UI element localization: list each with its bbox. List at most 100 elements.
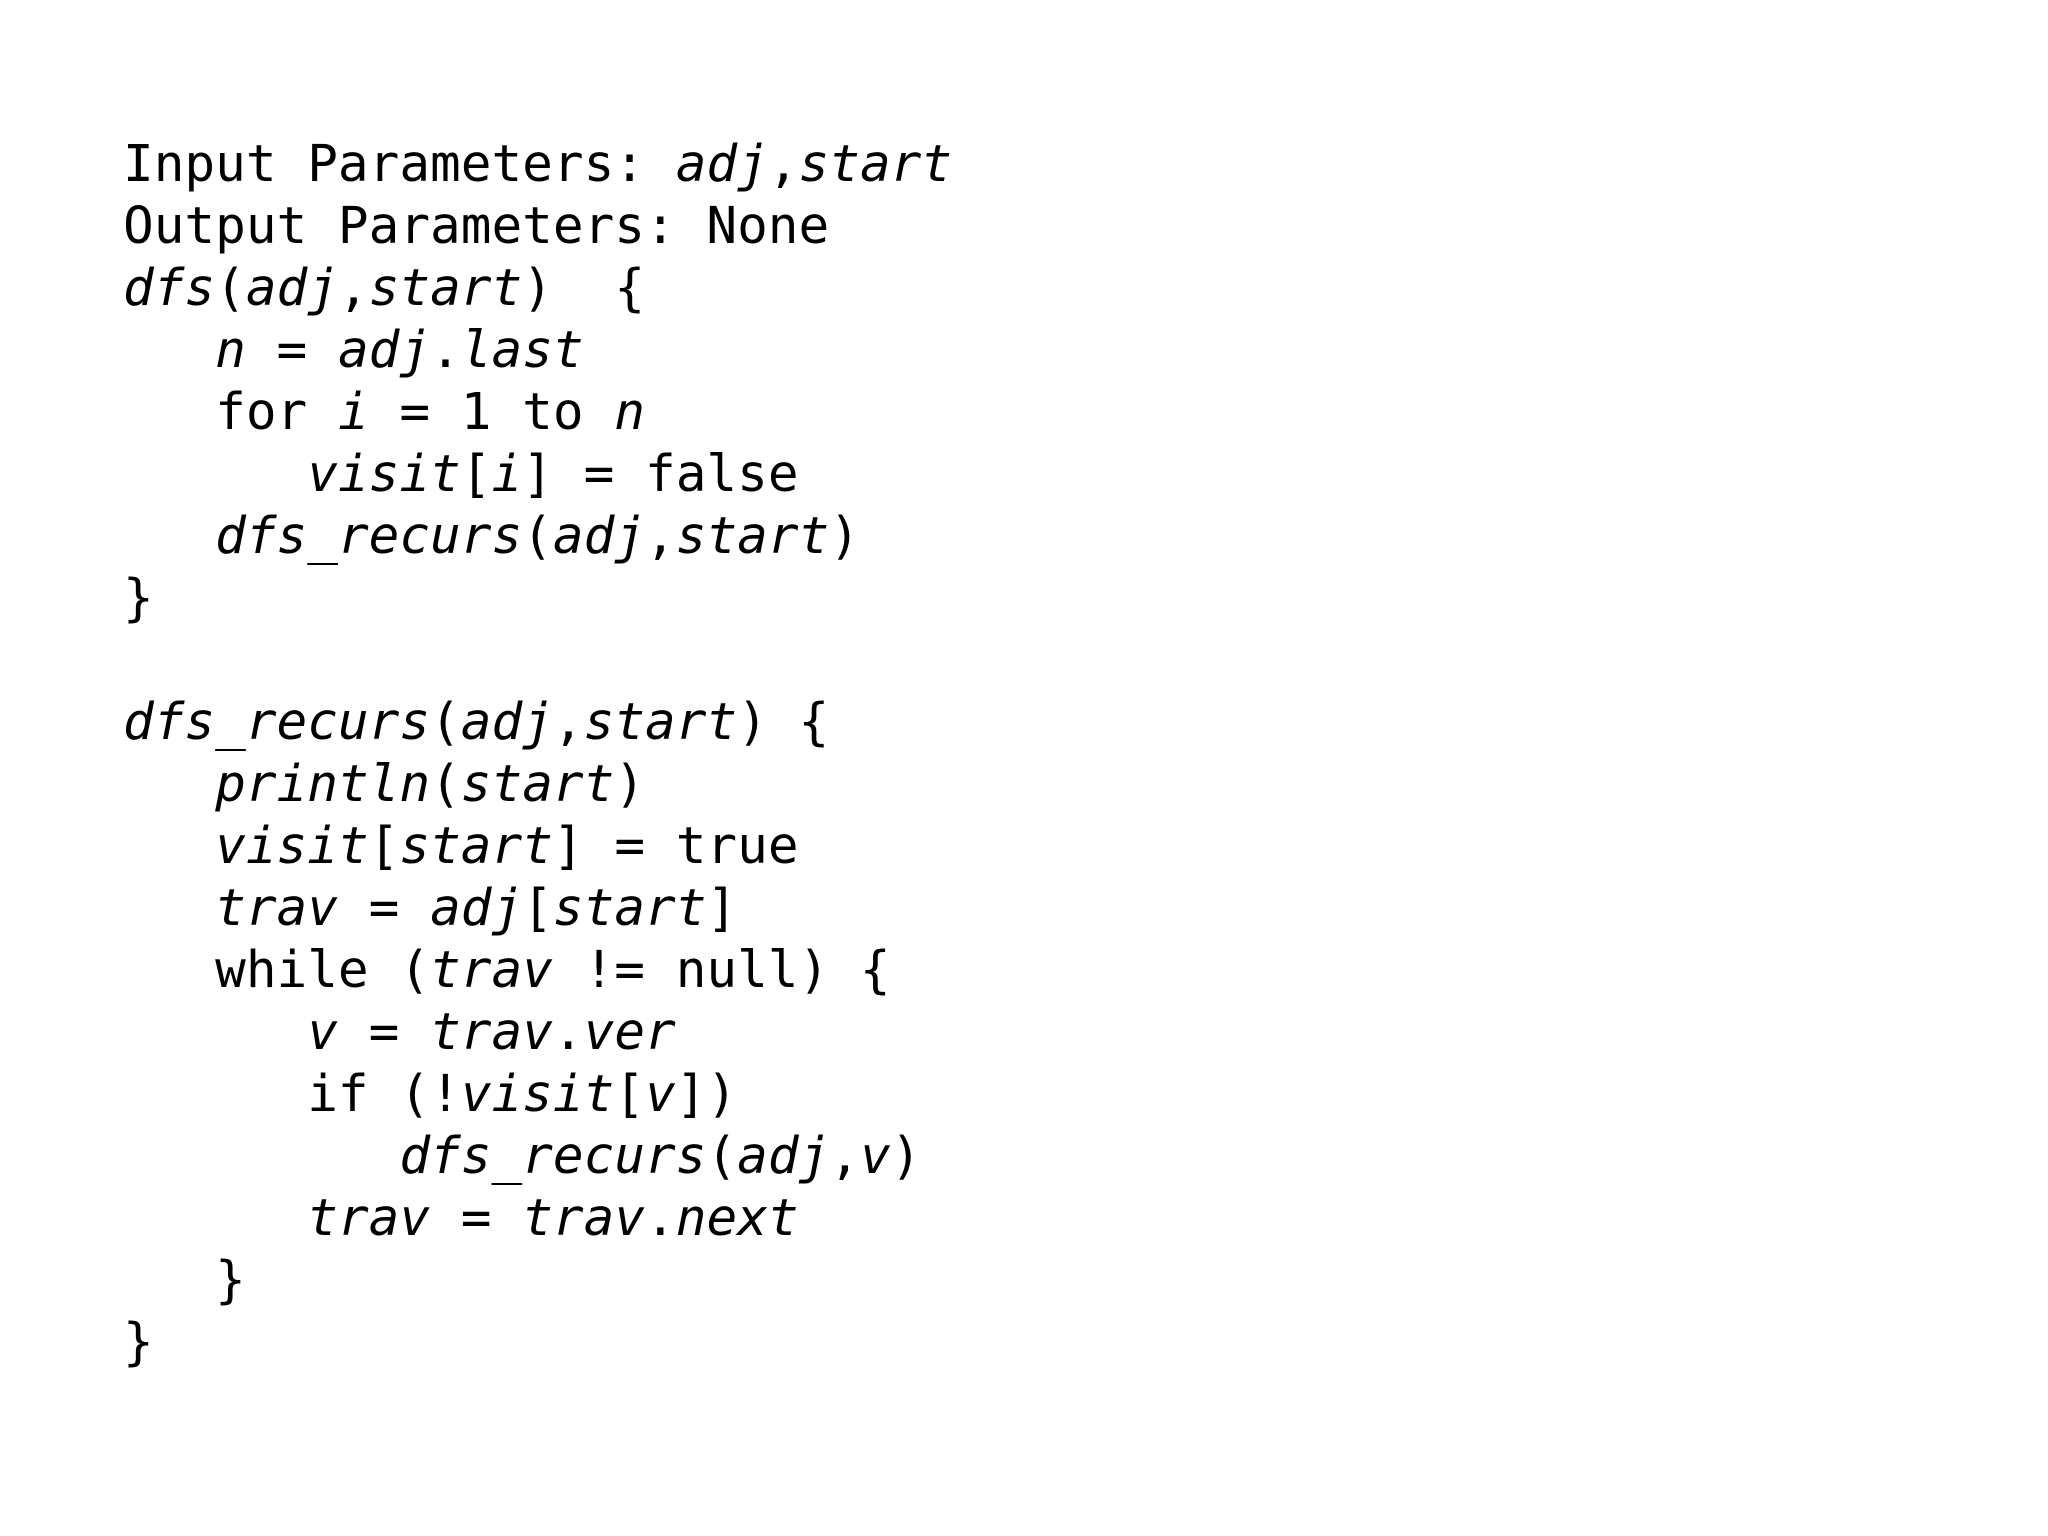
- code-identifier: dfs_recurs: [399, 1127, 707, 1186]
- code-text: != null) {: [552, 941, 891, 1000]
- code-identifier: i: [337, 383, 369, 442]
- code-line: println(start): [123, 754, 952, 816]
- code-identifier: i: [491, 445, 523, 504]
- code-identifier: start: [368, 259, 523, 318]
- blank-line: [123, 630, 952, 692]
- code-identifier: start: [798, 135, 953, 194]
- code-text: }: [123, 569, 154, 628]
- code-text: [123, 321, 215, 380]
- code-identifier: v: [859, 1127, 891, 1186]
- code-identifier: println: [215, 755, 431, 814]
- code-text: .: [552, 1003, 584, 1062]
- code-text: ]: [706, 879, 738, 938]
- code-text: [: [368, 817, 400, 876]
- code-identifier: adj: [430, 879, 523, 938]
- code-line: }: [123, 1250, 952, 1312]
- code-text: }: [123, 1313, 154, 1372]
- code-text: (: [522, 507, 553, 566]
- code-identifier: adj: [552, 507, 646, 566]
- code-text: ,: [645, 507, 676, 566]
- code-identifier: adj: [675, 135, 768, 194]
- code-text: [: [460, 445, 492, 504]
- code-identifier: start: [460, 755, 615, 814]
- code-identifier: v: [307, 1003, 338, 1062]
- code-line: trav = trav.next: [123, 1188, 952, 1250]
- code-identifier: start: [552, 879, 707, 938]
- code-line: while (trav != null) {: [123, 940, 952, 1002]
- code-text: [: [614, 1065, 646, 1124]
- code-text: .: [430, 321, 461, 380]
- code-text: =: [245, 321, 338, 380]
- code-text: ): [829, 507, 860, 566]
- code-identifier: dfs_recurs: [123, 693, 431, 752]
- code-identifier: visit: [460, 1065, 615, 1124]
- code-line: v = trav.ver: [123, 1002, 952, 1064]
- code-identifier: dfs_recurs: [215, 507, 523, 566]
- code-text: [123, 507, 215, 566]
- code-text: (: [430, 693, 461, 752]
- code-identifier: n: [215, 321, 246, 380]
- code-text: ,: [552, 693, 584, 752]
- code-text: [123, 445, 307, 504]
- code-text: while (: [123, 941, 431, 1000]
- code-text: ) {: [737, 693, 830, 752]
- code-text: for: [123, 383, 338, 442]
- code-text: [123, 1127, 399, 1186]
- code-text: =: [430, 1189, 523, 1248]
- code-line: if (!visit[v]): [123, 1064, 952, 1126]
- code-identifier: trav: [430, 941, 553, 1000]
- code-text: ,: [767, 135, 799, 194]
- code-identifier: visit: [215, 817, 369, 876]
- code-text: ,: [337, 259, 369, 318]
- code-text: =: [337, 1003, 431, 1062]
- code-text: ): [614, 755, 646, 814]
- code-identifier: trav: [215, 879, 338, 938]
- code-identifier: visit: [307, 445, 461, 504]
- code-line: }: [123, 568, 952, 630]
- code-text: ] = true: [552, 817, 799, 876]
- code-line: visit[start] = true: [123, 816, 952, 878]
- code-identifier: start: [675, 507, 830, 566]
- code-identifier: trav: [430, 1003, 553, 1062]
- code-identifier: v: [645, 1065, 676, 1124]
- code-identifier: adj: [245, 259, 338, 318]
- code-identifier: start: [583, 693, 738, 752]
- code-text: ] = false: [522, 445, 799, 504]
- code-text: ): [890, 1127, 922, 1186]
- code-text: [123, 755, 215, 814]
- code-text: [123, 1189, 307, 1248]
- code-line: Input Parameters: adj,start: [123, 134, 952, 196]
- code-text: (: [706, 1127, 738, 1186]
- code-text: [123, 817, 215, 876]
- code-text: ,: [829, 1127, 860, 1186]
- code-text: ]): [675, 1065, 738, 1124]
- code-text: if (!: [123, 1065, 461, 1124]
- code-line: dfs_recurs(adj,start): [123, 506, 952, 568]
- code-text: [123, 1003, 307, 1062]
- code-text: ) {: [522, 259, 646, 318]
- code-line: visit[i] = false: [123, 444, 952, 506]
- code-identifier: start: [399, 817, 553, 876]
- code-line: n = adj.last: [123, 320, 952, 382]
- code-line: dfs_recurs(adj,start) {: [123, 692, 952, 754]
- code-identifier: adj: [460, 693, 553, 752]
- code-line: }: [123, 1312, 952, 1374]
- code-text: = 1 to: [368, 383, 615, 442]
- code-text: Input Parameters:: [123, 135, 676, 194]
- code-identifier: adj: [737, 1127, 830, 1186]
- code-line: trav = adj[start]: [123, 878, 952, 940]
- code-identifier: trav: [522, 1189, 646, 1248]
- code-line: Output Parameters: None: [123, 196, 952, 258]
- code-text: (: [215, 259, 246, 318]
- code-line: dfs(adj,start) {: [123, 258, 952, 320]
- code-identifier: next: [675, 1189, 799, 1248]
- code-text: [: [522, 879, 553, 938]
- code-identifier: last: [460, 321, 584, 380]
- code-identifier: ver: [583, 1003, 676, 1062]
- code-text: =: [337, 879, 431, 938]
- code-identifier: dfs: [123, 259, 216, 318]
- code-line: for i = 1 to n: [123, 382, 952, 444]
- code-identifier: n: [614, 383, 646, 442]
- code-text: Output Parameters: None: [123, 197, 830, 256]
